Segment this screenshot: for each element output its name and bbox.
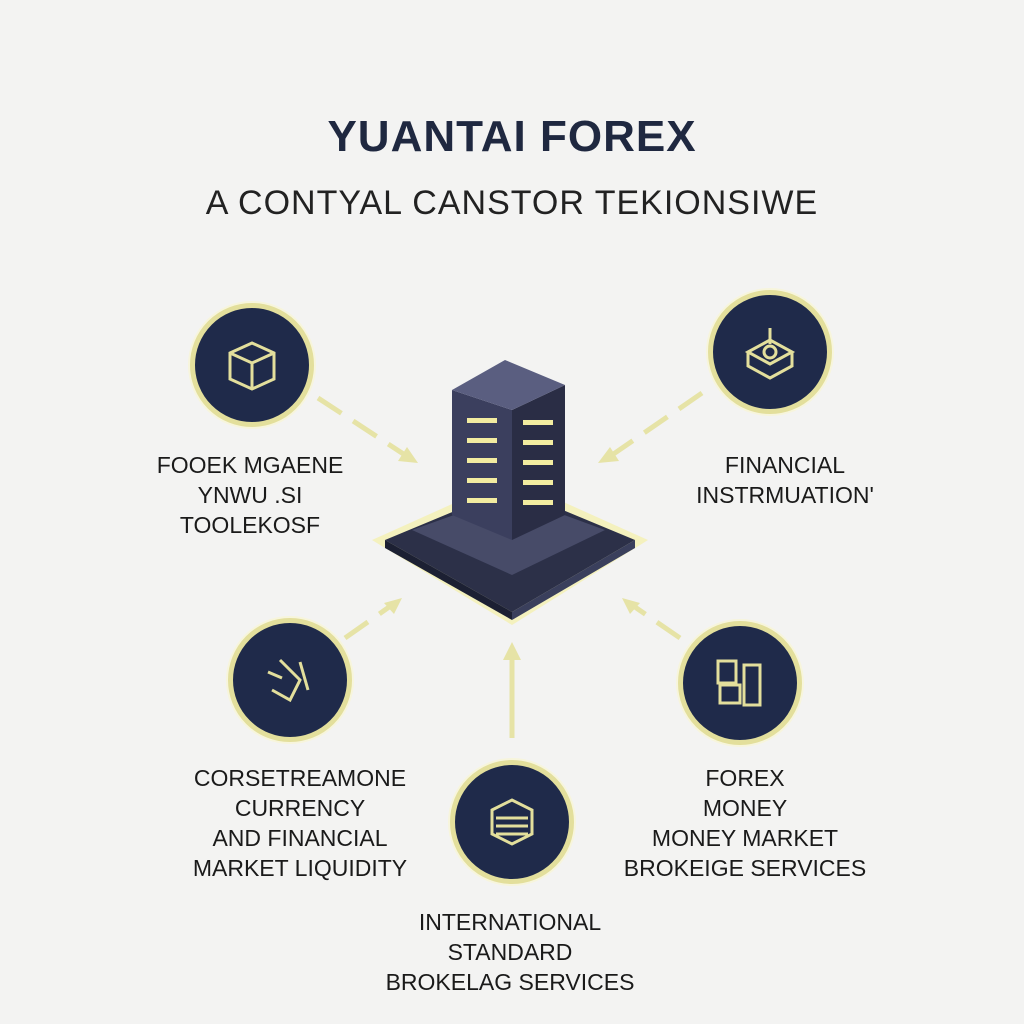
arrow-mid-left: [343, 602, 394, 641]
building-icon: [372, 360, 648, 625]
arrow-mid-right: [630, 602, 682, 641]
arrowhead-mid-right: [622, 598, 640, 614]
label-line: MONEY: [702, 795, 788, 821]
label-line: INTERNATIONAL: [418, 909, 602, 935]
label-line: CURRENCY: [234, 795, 366, 821]
node-buildings: [678, 621, 802, 745]
hand-tools-icon: [267, 658, 310, 703]
label-line: FOREX: [705, 765, 785, 791]
node-cube: [190, 303, 314, 427]
label-international-brokerage: INTERNATIONAL STANDARD BROKELAG SERVICES: [370, 907, 650, 997]
arrowhead-bottom: [503, 642, 521, 660]
label-line: INSTRMUATION': [696, 482, 874, 508]
label-line: BROKEIGE SERVICES: [623, 855, 867, 881]
label-line: FINANCIAL: [724, 452, 846, 478]
arrow-top-right: [610, 390, 704, 458]
label-line: CORSETREAMONE: [193, 765, 407, 791]
label-line: YNWU .SI: [197, 482, 303, 508]
label-line: BROKELAG SERVICES: [385, 969, 635, 995]
label-line: FOOEK MGAENE: [156, 452, 344, 478]
label-line: MARKET LIQUIDITY: [192, 855, 408, 881]
buildings-icon: [716, 659, 762, 707]
arrowhead-top-left: [398, 447, 418, 463]
stack-icon: [490, 798, 534, 846]
page-title: YUANTAI FOREX: [327, 112, 697, 161]
node-box: [708, 290, 832, 414]
node-hand-tools: [228, 618, 352, 742]
label-forex-management: FOOEK MGAENE YNWU .SI TOOLEKOSF: [130, 450, 370, 540]
label-line: AND FINANCIAL: [212, 825, 388, 851]
label-money-market-brokerage: FOREX MONEY MONEY MARKET BROKEIGE SERVIC…: [605, 763, 885, 883]
label-financial-instrumentation: FINANCIAL INSTRMUATION': [665, 450, 905, 510]
label-line: STANDARD: [447, 939, 573, 965]
label-currency-liquidity: CORSETREAMONE CURRENCY AND FINANCIAL MAR…: [160, 763, 440, 883]
cube-icon: [228, 341, 276, 391]
arrows: [316, 390, 704, 738]
label-line: TOOLEKOSF: [179, 512, 321, 538]
label-line: MONEY MARKET: [651, 825, 839, 851]
page-subtitle: A CONTYAL CANSTOR TEKIONSIWE: [205, 184, 819, 222]
arrow-top-left: [316, 395, 407, 458]
box-icon: [744, 328, 796, 380]
node-stack: [450, 760, 574, 884]
arrowhead-top-right: [598, 447, 619, 463]
arrowhead-mid-left: [384, 598, 402, 614]
